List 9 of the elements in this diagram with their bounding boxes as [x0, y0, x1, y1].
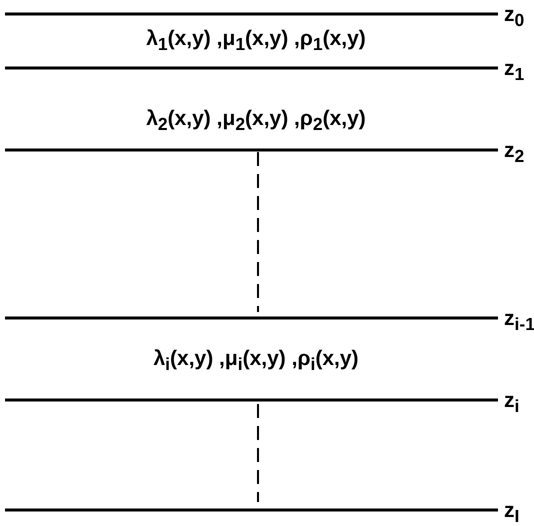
depth-label: z$_{I}$ [504, 500, 520, 526]
depth-label: z$_{0}$ [504, 4, 524, 30]
depth-label: z$_{2}$ [504, 140, 524, 166]
depth-label: z$_{i-1}$ [504, 308, 534, 334]
layer-parameters: λ$_{1}$(x,y) ,μ$_{1}$(x,y) ,ρ$_{1}$(x,y) [146, 28, 366, 54]
depth-label: z$_{i}$ [504, 390, 520, 416]
depth-label: z$_{1}$ [504, 58, 524, 84]
layer-parameters: λ$_{i}$(x,y) ,μ$_{i}$(x,y) ,ρ$_{i}$(x,y) [153, 348, 359, 374]
layer-parameters: λ$_{2}$(x,y) ,μ$_{2}$(x,y) ,ρ$_{2}$(x,y) [146, 108, 366, 134]
